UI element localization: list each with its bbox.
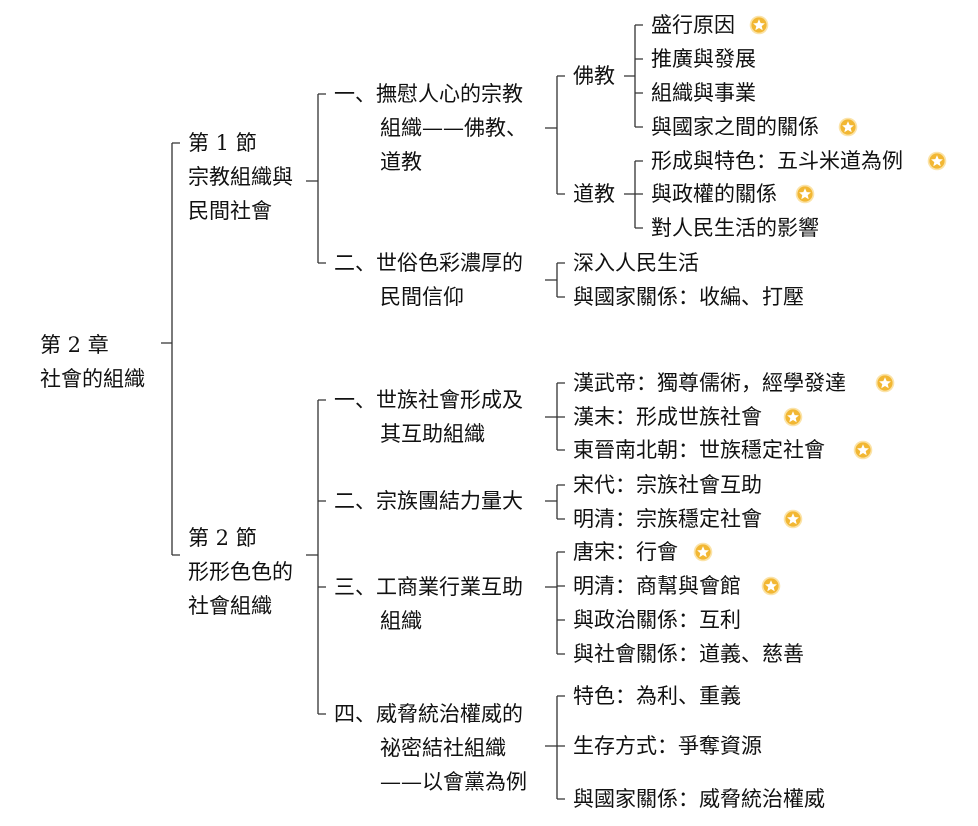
taoism-label: 道教 [573, 182, 615, 206]
star-badge-icon [853, 440, 873, 460]
section1-title-line1: 宗教組織與 [188, 165, 293, 189]
star-badge-icon [927, 151, 947, 171]
s2-topic1-item: 漢武帝：獨尊儒術，經學發達 [573, 371, 846, 395]
s2-topic4-item: 與國家關係：威脅統治權威 [573, 787, 825, 811]
s1-topic1-line3: 道教 [380, 150, 422, 174]
s2-topic1-line2: 其互助組織 [380, 422, 485, 446]
s1-topic2-line2: 民間信仰 [380, 285, 464, 309]
chapter-number: 第 2 章 [40, 333, 109, 357]
star-badge-icon [783, 407, 803, 427]
star-badge-icon [693, 542, 713, 562]
buddhism-item: 組織與事業 [651, 81, 756, 105]
star-badge-icon [795, 184, 815, 204]
section2-title-line2: 社會組織 [188, 594, 272, 618]
section2-title-line1: 形形色色的 [188, 560, 293, 584]
s2-topic4-item: 特色：為利、重義 [573, 684, 741, 708]
s2-topic2-item: 明清：宗族穩定社會 [573, 507, 762, 531]
buddhism-item: 與國家之間的關係 [651, 115, 819, 139]
s2-topic2-item: 宋代：宗族社會互助 [573, 473, 762, 497]
s2-topic3-line1: 三、工商業行業互助 [334, 575, 523, 599]
s2-topic4-item: 生存方式：爭奪資源 [573, 734, 762, 758]
section1-title-line2: 民間社會 [188, 199, 272, 223]
s1-topic2-line1: 二、世俗色彩濃厚的 [334, 251, 523, 275]
section1-number: 第 1 節 [188, 131, 257, 155]
s2-topic4-line2: 祕密結社組織 [380, 736, 506, 760]
s1-topic2-item: 與國家關係：收編、打壓 [573, 285, 804, 309]
buddhism-label: 佛教 [573, 64, 615, 88]
section2-number: 第 2 節 [188, 526, 257, 550]
taoism-item: 對人民生活的影響 [651, 216, 819, 240]
star-badge-icon [838, 117, 858, 137]
s2-topic3-item: 與政治關係：互利 [573, 608, 741, 632]
s1-topic1-line1: 一、撫慰人心的宗教 [334, 82, 523, 106]
s2-topic4-line3: ——以會黨為例 [380, 770, 527, 794]
s2-topic3-item: 明清：商幫與會館 [573, 574, 741, 598]
s2-topic4-line1: 四、威脅統治權威的 [334, 702, 523, 726]
s1-topic2-item: 深入人民生活 [573, 251, 699, 275]
star-badge-icon [761, 576, 781, 596]
star-badge-icon [875, 373, 895, 393]
buddhism-item: 推廣與發展 [651, 47, 756, 71]
s2-topic2-line1: 二、宗族團結力量大 [334, 489, 523, 513]
star-badge-icon [783, 509, 803, 529]
s2-topic1-line1: 一、世族社會形成及 [334, 388, 523, 412]
s2-topic3-line2: 組織 [380, 609, 422, 633]
star-badge-icon [749, 15, 769, 35]
s2-topic3-item: 唐宋：行會 [573, 540, 678, 564]
s2-topic1-item: 漢末：形成世族社會 [573, 405, 762, 429]
taoism-item: 形成與特色：五斗米道為例 [651, 149, 903, 173]
s1-topic1-line2: 組織——佛教、 [380, 116, 527, 140]
buddhism-item: 盛行原因 [651, 13, 735, 37]
s2-topic3-item: 與社會關係：道義、慈善 [573, 642, 804, 666]
s2-topic1-item: 東晉南北朝：世族穩定社會 [573, 438, 825, 462]
taoism-item: 與政權的關係 [651, 182, 777, 206]
chapter-title: 社會的組織 [40, 367, 145, 391]
